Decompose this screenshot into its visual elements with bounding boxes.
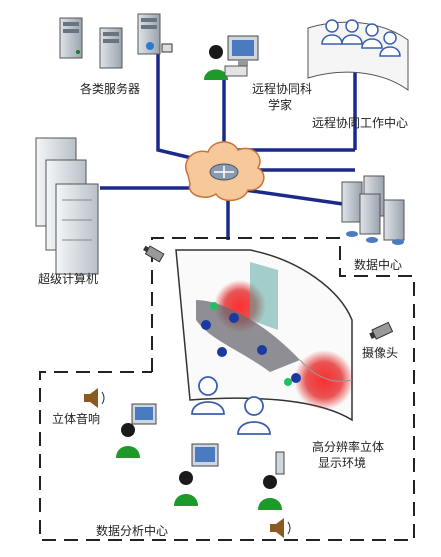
audience-icon <box>191 376 271 435</box>
analyst-icon <box>116 403 285 510</box>
link-datacenter <box>244 188 351 207</box>
data-center-label: 数据中心 <box>354 258 403 272</box>
speaker-icon <box>84 388 105 408</box>
analysis-center-label: 数据分析中心 <box>96 524 169 538</box>
remote-scientist-label-2: 学家 <box>268 98 293 112</box>
network-links <box>100 50 357 240</box>
hires-display-icon <box>175 249 354 422</box>
link-servers <box>156 50 201 162</box>
remote-center-icon <box>307 19 409 91</box>
remote-scientist-label-1: 远程协同科 <box>252 82 313 96</box>
camera-label: 摄像头 <box>362 346 399 360</box>
remote-center-label: 远程协同工作中心 <box>312 116 409 130</box>
supercomputer-icon <box>35 137 99 275</box>
hires-display-label-2: 显示环境 <box>318 456 367 470</box>
stereo-audio-label: 立体音响 <box>52 412 101 426</box>
network-cloud <box>185 141 265 202</box>
camera-icon <box>143 245 394 340</box>
speaker-icon-bottom <box>270 518 291 538</box>
servers-icon <box>59 13 173 69</box>
remote-scientist-icon <box>204 35 259 80</box>
data-center-icon <box>341 175 405 245</box>
supercomputer-label: 超级计算机 <box>38 272 99 286</box>
servers-label: 各类服务器 <box>80 82 141 96</box>
hires-display-label-1: 高分辨率立体 <box>312 440 385 454</box>
